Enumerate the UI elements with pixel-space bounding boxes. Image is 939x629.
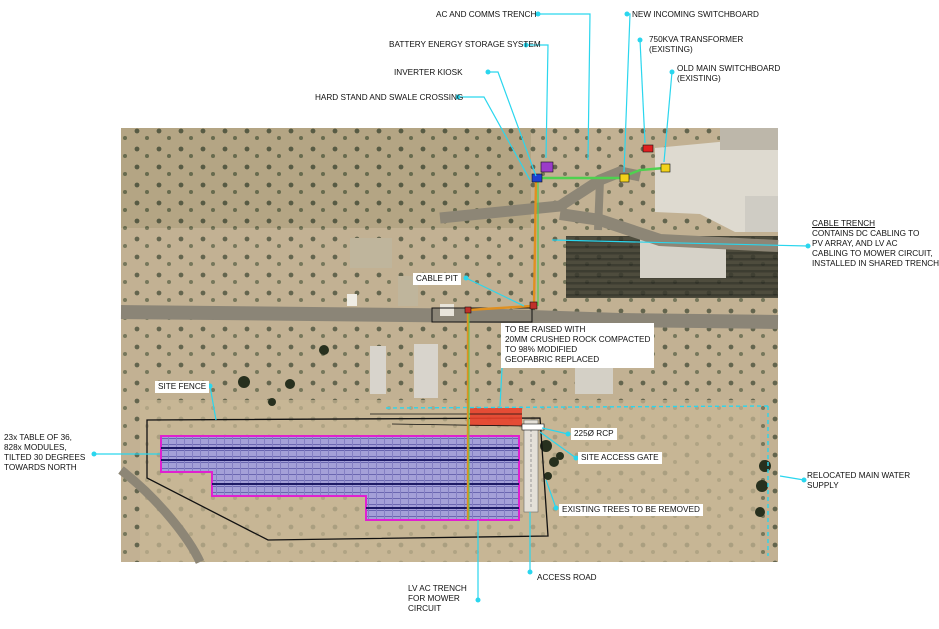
label-cable-trench-title: CABLE TRENCH <box>812 219 876 228</box>
label-trees-removed: EXISTING TREES TO BE REMOVED <box>559 504 703 516</box>
label-rcp: 225ø RCP <box>571 428 617 440</box>
label-raised-line1: TO BE RAISED WITH <box>505 325 586 334</box>
label-old-switchboard-line1: OLD MAIN SWITCHBOARD <box>677 64 781 73</box>
transformer-icon <box>642 144 654 153</box>
label-cable-trench-line2: PV ARRAY, AND LV AC <box>812 239 898 248</box>
cable-pit-icon <box>529 301 538 310</box>
label-hard-stand: HARD STAND AND SWALE CROSSING <box>315 93 464 102</box>
label-cable-pit: CABLE PIT <box>413 273 461 285</box>
label-new-switchboard: NEW INCOMING SWITCHBOARD <box>632 10 759 19</box>
label-bess: BATTERY ENERGY STORAGE SYSTEM <box>389 40 541 49</box>
old-switchboard-icon <box>660 163 671 173</box>
label-raised-line3: TO 98% MODIFIED <box>505 345 578 354</box>
building-complex <box>575 128 778 394</box>
label-raised-line4: GEOFABRIC REPLACED <box>505 355 600 364</box>
leader-dots <box>91 11 811 603</box>
label-access-road: ACCESS ROAD <box>537 573 597 582</box>
label-cable-trench: CABLE TRENCH CONTAINS DC CABLING TO PV A… <box>812 219 939 269</box>
pv-array <box>160 435 520 521</box>
label-site-access-gate: SITE ACCESS GATE <box>578 452 662 464</box>
label-lv-ac-trench-line3: CIRCUIT <box>408 604 442 613</box>
label-cable-trench-line3: CABLING TO MOWER CIRCUIT, <box>812 249 933 258</box>
raised-pad <box>470 408 522 426</box>
label-raised-line2: 20mm CRUSHED ROCK COMPACTED <box>505 335 651 344</box>
label-table-line3: TILTED 30 DEGREES <box>4 453 86 462</box>
roads <box>118 166 779 564</box>
leader-lines <box>94 13 809 600</box>
label-water-supply: RELOCATED MAIN WATER SUPPLY <box>807 471 910 491</box>
label-ac-comms-trench: AC AND COMMS TRENCH <box>436 10 537 19</box>
ac-trench <box>466 177 538 520</box>
label-cable-trench-line1: CONTAINS DC CABLING TO <box>812 229 920 238</box>
label-transformer-line1: 750kVA TRANSFORMER <box>649 35 744 44</box>
aerial-photo <box>118 128 779 564</box>
label-raised: TO BE RAISED WITH 20mm CRUSHED ROCK COMP… <box>501 323 655 368</box>
label-inverter-kiosk: INVERTER KIOSK <box>394 68 463 77</box>
label-lv-ac-trench: LV AC TRENCH FOR MOWER CIRCUIT <box>408 584 467 614</box>
label-table-line1: 23x TABLE OF 36, <box>4 433 72 442</box>
comms-trench <box>540 166 665 180</box>
label-site-fence: SITE FENCE <box>155 381 210 393</box>
label-table-line4: TOWARDS NORTH <box>4 463 77 472</box>
new-switchboard-icon <box>619 173 630 183</box>
label-transformer: 750kVA TRANSFORMER (EXISTING) <box>649 35 743 55</box>
cable-pit-icon-2 <box>464 306 472 314</box>
label-water-supply-line2: SUPPLY <box>807 481 839 490</box>
label-transformer-line2: (EXISTING) <box>649 45 693 54</box>
label-lv-ac-trench-line1: LV AC TRENCH <box>408 584 467 593</box>
label-old-switchboard: OLD MAIN SWITCHBOARD (EXISTING) <box>677 64 780 84</box>
label-cable-trench-line4: INSTALLED IN SHARED TRENCH <box>812 259 939 268</box>
label-water-supply-line1: RELOCATED MAIN WATER <box>807 471 911 480</box>
label-old-switchboard-line2: (EXISTING) <box>677 74 721 83</box>
label-lv-ac-trench-line2: FOR MOWER <box>408 594 460 603</box>
label-table: 23x TABLE OF 36, 828x MODULES, TILTED 30… <box>4 433 85 473</box>
bess-icon <box>540 161 554 173</box>
access-road <box>523 419 539 513</box>
label-table-line2: 828x MODULES, <box>4 443 67 452</box>
inverter-kiosk-icon <box>531 173 543 183</box>
